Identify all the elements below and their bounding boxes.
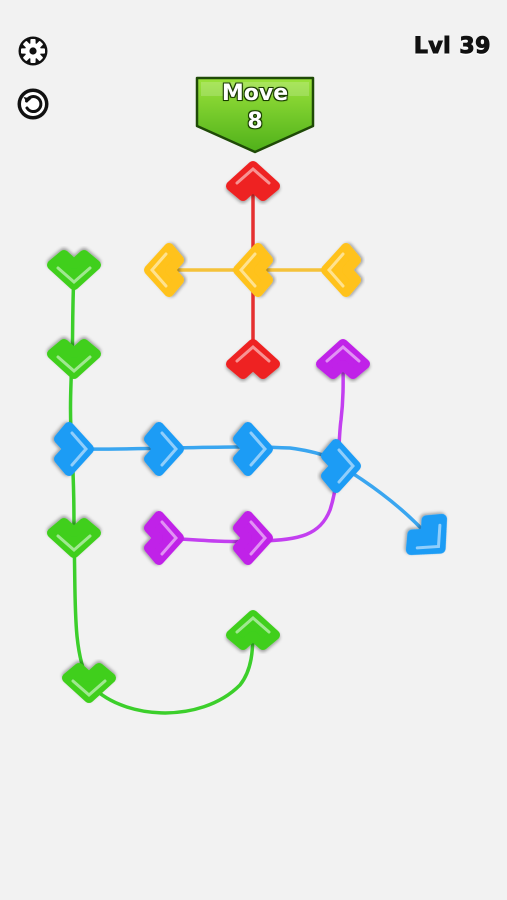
- arrow-blue-right[interactable]: [233, 422, 273, 476]
- arrow-blue-down-right[interactable]: [404, 512, 456, 564]
- arrow-green-down[interactable]: [62, 663, 116, 703]
- arrow-blue-right[interactable]: [54, 422, 94, 476]
- arrow-blue-right[interactable]: [144, 422, 184, 476]
- settings-button[interactable]: [15, 33, 51, 69]
- arrow-purple-right[interactable]: [233, 511, 273, 565]
- move-label: Move: [221, 81, 289, 106]
- gear-icon: [18, 36, 48, 66]
- restart-button[interactable]: [15, 86, 51, 122]
- arrow-green-down[interactable]: [47, 518, 101, 558]
- arrow-green-down[interactable]: [47, 339, 101, 379]
- banner-shape: [195, 76, 315, 154]
- arrow-yellow-left[interactable]: [144, 243, 184, 297]
- move-counter-banner: Move 8: [195, 76, 315, 156]
- move-count: 8: [247, 109, 263, 134]
- arrow-purple-right[interactable]: [144, 511, 184, 565]
- arrow-green-up[interactable]: [226, 610, 280, 650]
- arrow-yellow-left[interactable]: [233, 243, 273, 297]
- arrow-purple-up[interactable]: [316, 339, 370, 379]
- arrow-red-up[interactable]: [226, 339, 280, 379]
- arrows-layer: [47, 161, 456, 703]
- arrow-blue-right[interactable]: [321, 439, 361, 493]
- arrow-yellow-left[interactable]: [321, 243, 361, 297]
- rope-green: [68, 268, 255, 715]
- restart-icon: [17, 88, 49, 120]
- arrow-green-down[interactable]: [47, 250, 101, 290]
- level-indicator: Lvl 39: [413, 34, 491, 60]
- arrow-red-up[interactable]: [226, 161, 280, 201]
- rope-purple: [162, 357, 345, 544]
